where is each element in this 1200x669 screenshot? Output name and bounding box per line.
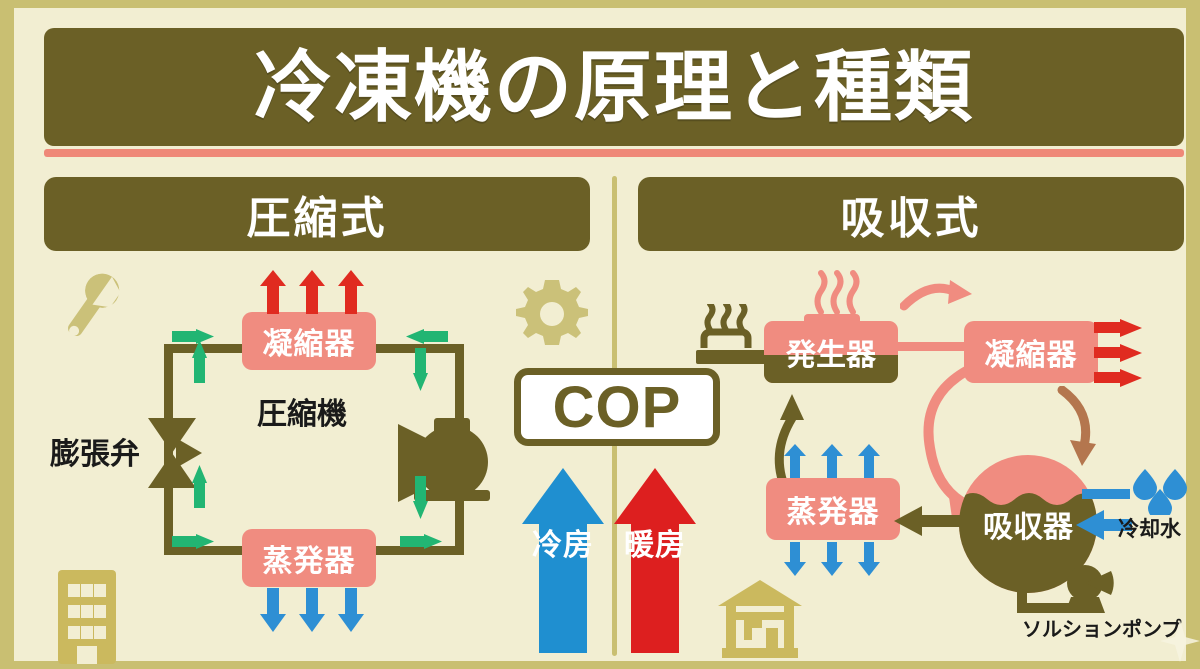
content-panel: 冷凍機の原理と種類 圧縮式 吸収式 bbox=[14, 8, 1200, 664]
condenser-box-compression: 凝縮器 bbox=[242, 312, 376, 370]
office-building-icon bbox=[58, 570, 116, 664]
evaporator-box-compression: 蒸発器 bbox=[242, 529, 376, 587]
evaporator-label-absorption: 蒸発器 bbox=[786, 496, 880, 529]
heat-source-icon bbox=[696, 304, 780, 364]
cooling-arrow: 冷房 bbox=[522, 468, 604, 653]
chilled-water-up-arrows bbox=[784, 444, 880, 478]
cooling-water-arrow bbox=[1076, 510, 1132, 540]
house-icon bbox=[718, 580, 802, 658]
heat-output-arrows-compression bbox=[260, 270, 364, 314]
pump-pipe-across bbox=[1017, 603, 1075, 613]
expansion-valve-label: 膨張弁 bbox=[50, 438, 140, 471]
section-header-compression-label: 圧縮式 bbox=[246, 194, 388, 243]
section-header-absorption: 吸収式 bbox=[638, 177, 1184, 251]
cooling-arrow-shaft bbox=[539, 524, 587, 653]
pump-pipe-down bbox=[1017, 583, 1027, 611]
sparkle-icon bbox=[1160, 620, 1200, 662]
cooling-arrow-head bbox=[522, 468, 604, 524]
absorber-liquid-fill bbox=[959, 493, 1097, 593]
cooling-arrow-label: 冷房 bbox=[532, 529, 594, 562]
pipe-generator-to-condenser bbox=[898, 342, 966, 351]
cycle-pipe-left bbox=[164, 344, 173, 555]
water-drop-icon bbox=[1133, 469, 1187, 515]
heating-arrow-shaft bbox=[631, 524, 679, 653]
generator-label: 発生器 bbox=[786, 339, 876, 372]
evaporator-label-compression: 蒸発器 bbox=[262, 545, 356, 578]
wrench-icon bbox=[68, 273, 121, 337]
gear-icon bbox=[516, 280, 588, 345]
absorber-sphere: 吸収器 bbox=[959, 455, 1097, 593]
evaporator-box-absorption: 蒸発器 bbox=[766, 478, 900, 540]
generator-box: 発生器 bbox=[764, 321, 898, 383]
heat-input-arrows-compression bbox=[260, 588, 364, 632]
heating-arrow-head bbox=[614, 468, 696, 524]
title-bar: 冷凍機の原理と種類 bbox=[44, 28, 1184, 146]
page-title: 冷凍機の原理と種類 bbox=[253, 43, 974, 131]
chilled-water-down-arrows bbox=[784, 542, 880, 576]
condenser-box-absorption: 凝縮器 bbox=[964, 321, 1098, 383]
condenser-label-compression: 凝縮器 bbox=[262, 328, 356, 361]
section-header-compression: 圧縮式 bbox=[44, 177, 590, 251]
cooling-water-pipe bbox=[1082, 489, 1130, 499]
heat-output-arrows-absorption bbox=[1094, 319, 1142, 387]
compressor-label: 圧縮機 bbox=[257, 398, 347, 431]
section-header-absorption-label: 吸収式 bbox=[840, 194, 982, 243]
absorber-label: 吸収器 bbox=[983, 511, 1073, 544]
solution-pump-label: ソルションポンプ bbox=[1022, 619, 1182, 641]
refrigerant-flow-arrow-right bbox=[1057, 386, 1096, 466]
refrigerant-flow-arrows bbox=[172, 329, 448, 549]
condenser-label-absorption: 凝縮器 bbox=[984, 339, 1078, 372]
generator-solution-fill bbox=[764, 355, 898, 383]
solution-pump-icon bbox=[1065, 565, 1114, 613]
cop-label: COP bbox=[552, 374, 682, 440]
heating-arrow-label: 暖房 bbox=[624, 529, 686, 562]
heating-arrow: 暖房 bbox=[614, 468, 696, 653]
compressor-icon bbox=[398, 418, 490, 502]
cooling-water-label: 冷却水 bbox=[1118, 518, 1181, 541]
expansion-valve-icon bbox=[148, 418, 202, 488]
solution-flow-arrow-to-evaporator bbox=[894, 506, 970, 536]
title-underline-rule bbox=[44, 149, 1184, 157]
vapor-flow-arrow-top bbox=[900, 280, 972, 311]
steam-icon bbox=[814, 270, 860, 314]
cop-badge: COP bbox=[514, 368, 720, 446]
